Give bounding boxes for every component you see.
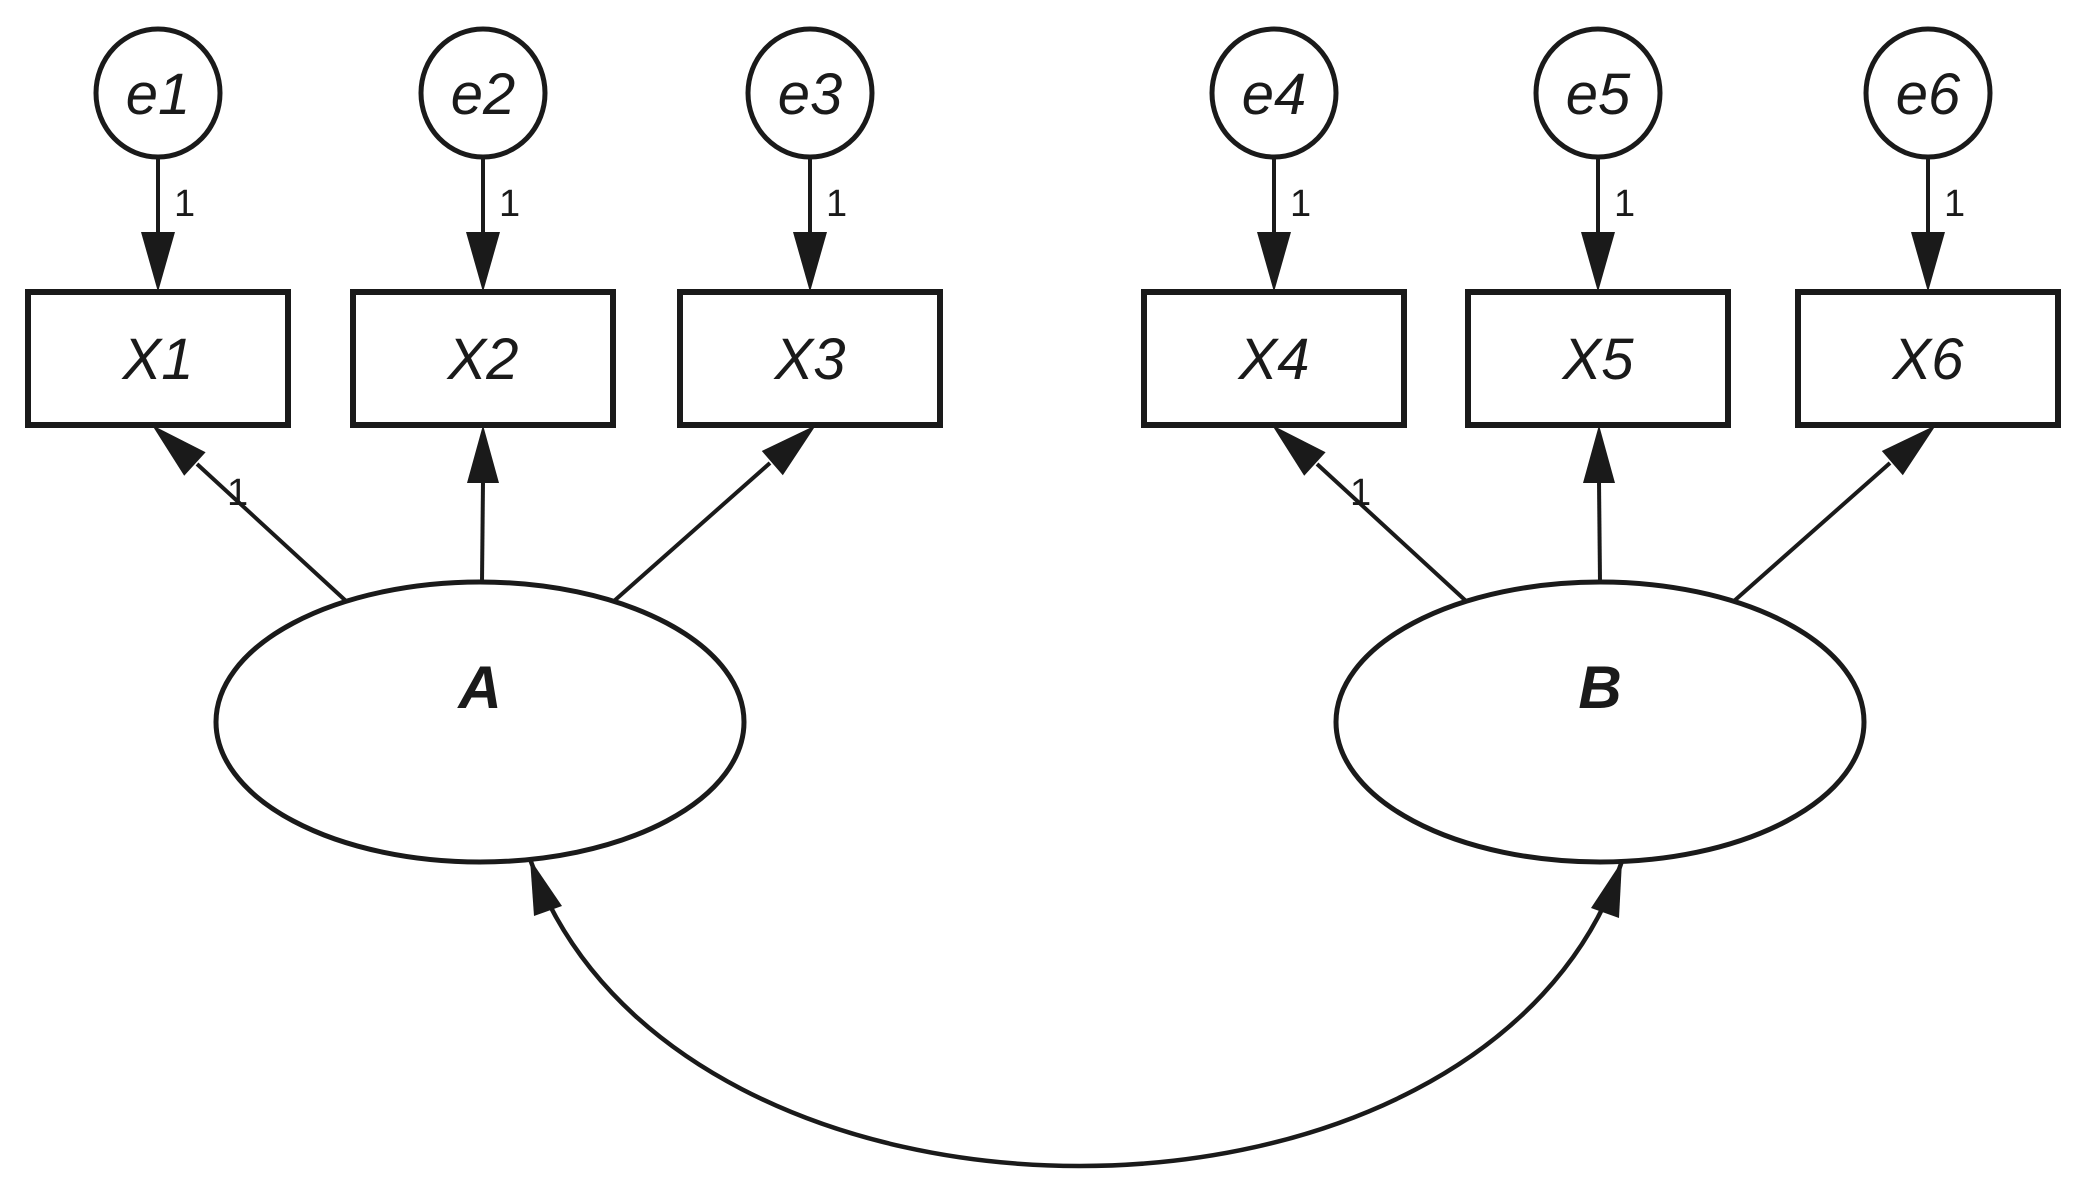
- error-label-e1: e1: [126, 62, 191, 127]
- error-label-e2: e2: [451, 62, 516, 127]
- loading-arrow-B-X6-arrowhead: [1881, 425, 1936, 476]
- loading-arrow-A-X2-arrowhead: [467, 425, 499, 483]
- loading-arrow-B-X6: [1732, 425, 1936, 603]
- error-term-e6: e6 1: [1863, 26, 1993, 292]
- observed-rect-X3: [677, 289, 943, 428]
- loading-arrow-B-X5-shaft: [1597, 480, 1602, 583]
- loading-arrow-B-X5-arrowhead: [1583, 425, 1615, 483]
- loading-arrow-A-X1: [152, 425, 348, 603]
- error-weight-e3: 1: [826, 183, 847, 225]
- observed-rect-X6: [1795, 289, 2061, 428]
- observed-label-X1: X1: [121, 327, 194, 392]
- error-term-e4: e4 1: [1209, 26, 1339, 292]
- observed-label-X3: X3: [773, 327, 846, 392]
- loading-arrow-B-X4: [1272, 425, 1468, 603]
- observed-variable-X3: X3: [677, 289, 943, 428]
- loading-arrow-B-X6-shaft: [1732, 461, 1892, 603]
- error-term-e3: e3 1: [745, 26, 875, 292]
- error-label-e4: e4: [1242, 62, 1307, 127]
- observed-label-X2: X2: [446, 327, 519, 392]
- covariance-arrowhead-A: [530, 859, 562, 916]
- error-term-e1: e1 1: [93, 26, 223, 292]
- error-weight-e5: 1: [1614, 183, 1635, 225]
- latent-label-A: A: [456, 654, 501, 721]
- loading-arrow-A-X1-shaft: [195, 462, 348, 603]
- latent-ellipse-B: [1333, 579, 1867, 865]
- observed-rect-X5: [1465, 289, 1731, 428]
- observed-variable-X1: X1: [25, 289, 291, 428]
- observed-variable-X2: X2: [350, 289, 616, 428]
- loading-arrow-A-X2: [467, 425, 499, 583]
- observed-rect-X4: [1141, 289, 1407, 428]
- error-arrow-e2-arrowhead: [466, 232, 500, 292]
- error-weight-e1: 1: [174, 183, 195, 225]
- observed-label-X4: X4: [1237, 327, 1310, 392]
- error-weight-e2: 1: [499, 183, 520, 225]
- latent-factor-A: A: [213, 579, 747, 865]
- observed-label-X6: X6: [1891, 327, 1965, 392]
- error-arrow-e6-arrowhead: [1911, 232, 1945, 292]
- loading-arrow-A-X3-shaft: [612, 461, 772, 603]
- latent-label-B: B: [1578, 654, 1621, 721]
- latent-ellipse-A: [213, 579, 747, 865]
- error-label-e6: e6: [1896, 62, 1961, 127]
- error-arrow-e5-arrowhead: [1581, 232, 1615, 292]
- error-term-e5: e5 1: [1533, 26, 1663, 292]
- covariance-curve: [527, 858, 1625, 1169]
- observed-variable-X6: X6: [1795, 289, 2061, 428]
- error-term-e2: e2 1: [418, 26, 548, 292]
- loading-arrow-A-X2-shaft: [480, 480, 485, 583]
- latent-factor-B: B: [1333, 579, 1867, 865]
- error-label-e3: e3: [778, 62, 843, 127]
- observed-label-X5: X5: [1561, 327, 1635, 392]
- error-weight-e6: 1: [1944, 183, 1965, 225]
- covariance-arrow-A-B: [527, 858, 1625, 1169]
- error-arrow-e4-arrowhead: [1257, 232, 1291, 292]
- error-label-e5: e5: [1566, 62, 1631, 127]
- observed-rect-X1: [25, 289, 291, 428]
- error-arrow-e1-arrowhead: [141, 232, 175, 292]
- covariance-arrowhead-B: [1591, 861, 1622, 918]
- observed-variable-X4: X4: [1141, 289, 1407, 428]
- loading-arrow-B-X4-arrowhead: [1272, 425, 1326, 476]
- observed-rect-X2: [350, 289, 616, 428]
- loading-arrow-A-X1-arrowhead: [152, 425, 206, 476]
- fixed-loading-label-A-X1: 1: [227, 472, 248, 514]
- loading-arrow-B-X5: [1583, 425, 1615, 583]
- fixed-loading-label-B-X4: 1: [1350, 472, 1371, 514]
- loading-arrow-A-X3-arrowhead: [761, 425, 816, 476]
- error-weight-e4: 1: [1290, 183, 1311, 225]
- observed-variable-X5: X5: [1465, 289, 1731, 428]
- loading-arrow-B-X4-shaft: [1315, 462, 1468, 603]
- error-arrow-e3-arrowhead: [793, 232, 827, 292]
- loading-arrow-A-X3: [612, 425, 816, 603]
